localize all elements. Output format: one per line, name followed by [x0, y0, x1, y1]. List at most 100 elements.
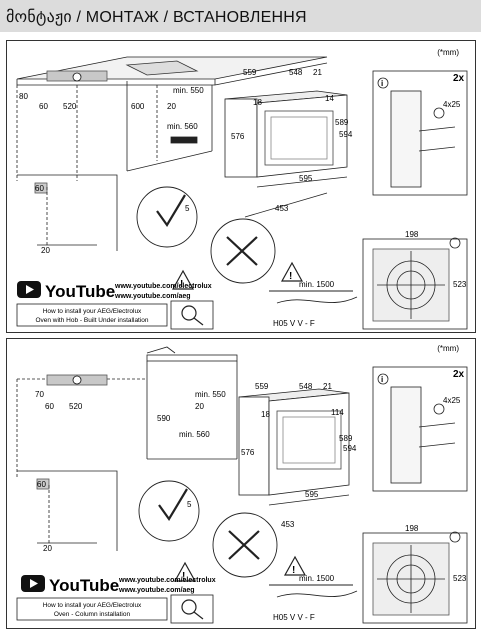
dim-550-c: min. 550: [195, 390, 226, 399]
search-box[interactable]: [170, 300, 214, 330]
dim-198-c: 198: [405, 524, 419, 533]
hob-detail-2: [362, 531, 468, 624]
youtube-brand: YouTube: [45, 282, 115, 301]
warning-mark-3: !: [182, 571, 185, 582]
howto-line-1b: How to install your AEG/Electrolux: [43, 602, 142, 609]
dim-60: 60: [39, 102, 48, 111]
warning-mark: !: [180, 279, 183, 290]
oven-drawing-2: [238, 388, 350, 506]
dim-198: 198: [405, 230, 419, 239]
oven-dims: 559 548 21 18 14 576 589 594 595 453: [231, 68, 353, 213]
youtube-url-2[interactable]: www.youtube.com/aeg: [114, 293, 191, 300]
howto-line-2b: Oven - Column installation: [54, 611, 131, 618]
built-under-diagram: (*mm) 80 60 520 600 min. 550 20 min. 560: [16, 48, 468, 330]
dim-595: 595: [299, 174, 313, 183]
dim-80: 80: [19, 92, 28, 101]
units-note-2: (*mm): [437, 344, 459, 353]
dim-523-c: 523: [453, 574, 467, 583]
qty-label: 2x: [453, 73, 465, 84]
oven-drawing: [224, 90, 348, 218]
youtube-brand-2: YouTube: [49, 576, 119, 595]
dim-453: 453: [275, 204, 289, 213]
fixing-detail: [372, 70, 468, 196]
dim-14: 14: [325, 94, 334, 103]
dim-20: 20: [167, 102, 176, 111]
dim-559: 559: [243, 68, 257, 77]
corner-detail-2: [17, 470, 118, 551]
search-icon-2: [181, 599, 204, 620]
qty-label-2: 2x: [453, 369, 465, 380]
dim-20b-c: 20: [43, 544, 52, 553]
youtube-logo[interactable]: [17, 281, 41, 298]
dim-5: 5: [185, 204, 190, 213]
warning-mark-2: !: [289, 271, 292, 282]
cable-drawing: [269, 290, 358, 304]
panel-built-under: (*mm) 80 60 520 600 min. 550 20 min. 560: [6, 40, 476, 333]
dim-520: 520: [63, 102, 77, 111]
dim-20-c: 20: [195, 402, 204, 411]
howto-box: [16, 303, 168, 327]
dim-576: 576: [231, 132, 245, 141]
dim-21-c: 21: [323, 382, 332, 391]
info-icon-2: i: [381, 375, 383, 384]
hob-detail: [362, 237, 468, 330]
dim-589: 589: [335, 118, 349, 127]
dim-594-c: 594: [343, 444, 357, 453]
howto-box-2: [16, 597, 168, 621]
dim-60b: 60: [35, 184, 44, 193]
howto-line-1: How to install your AEG/Electrolux: [43, 308, 142, 315]
youtube-url-1b[interactable]: www.youtube.com/electrolux: [118, 577, 216, 584]
dim-1500: min. 1500: [299, 280, 335, 289]
cabinet-niche: [126, 81, 213, 172]
dim-70: 70: [35, 390, 44, 399]
niche-dims: 600 min. 550 20 min. 560: [131, 86, 204, 131]
dim-20b: 20: [41, 246, 50, 255]
mount-details-2: [138, 480, 307, 582]
dim-600: 600: [131, 102, 145, 111]
dim-114: 114: [331, 408, 344, 417]
dim-548: 548: [289, 68, 303, 77]
dim-559-c: 559: [255, 382, 269, 391]
dim-453-c: 453: [281, 520, 295, 529]
dim-576-c: 576: [241, 448, 255, 457]
dim-550: min. 550: [173, 86, 204, 95]
left-dims: 80 60 520: [19, 92, 77, 111]
fixing-detail-2: [372, 366, 468, 492]
corner-detail: [17, 174, 118, 251]
search-icon: [181, 305, 204, 326]
youtube-url-1[interactable]: www.youtube.com/electrolux: [114, 283, 212, 290]
dim-560-c: min. 560: [179, 430, 210, 439]
dim-1500-c: min. 1500: [299, 574, 335, 583]
dim-560: min. 560: [167, 122, 198, 131]
column-cabinet: [16, 346, 238, 479]
cable-drawing-2: [269, 584, 358, 598]
dim-21: 21: [313, 68, 322, 77]
youtube-url-2b[interactable]: www.youtube.com/aeg: [118, 587, 195, 594]
dim-595-c: 595: [305, 490, 319, 499]
dim-523: 523: [453, 280, 467, 289]
dim-594: 594: [339, 130, 353, 139]
mount-details: [136, 186, 304, 290]
howto-line-2: Oven with Hob - Built Under installation: [35, 317, 148, 324]
dim-18: 18: [253, 98, 262, 107]
page-title: მონტაჟი / МОНТАЖ / ВСТАНОВЛЕННЯ: [6, 9, 307, 26]
dim-520-c: 520: [69, 402, 83, 411]
youtube-logo-2[interactable]: [21, 575, 45, 592]
cable-spec: H05 V V - F: [273, 319, 315, 328]
dim-590: 590: [157, 414, 171, 423]
screws-label: 4x25: [443, 100, 461, 109]
dim-60-c: 60: [45, 402, 54, 411]
countertop: [16, 56, 328, 181]
dim-60b-c: 60: [37, 480, 46, 489]
dim-18-c: 18: [261, 410, 270, 419]
column-diagram: (*mm) 70 60 520 590 min. 550 20 min. 560…: [16, 344, 468, 624]
units-note: (*mm): [437, 48, 459, 57]
dim-589-c: 589: [339, 434, 353, 443]
info-icon: i: [381, 79, 383, 88]
search-box-2[interactable]: [170, 594, 214, 624]
cable-spec-2: H05 V V - F: [273, 613, 315, 622]
dim-5-c: 5: [187, 500, 192, 509]
panel-column: (*mm) 70 60 520 590 min. 550 20 min. 560…: [6, 338, 476, 629]
screws-label-2: 4x25: [443, 396, 461, 405]
dim-548-c: 548: [299, 382, 313, 391]
